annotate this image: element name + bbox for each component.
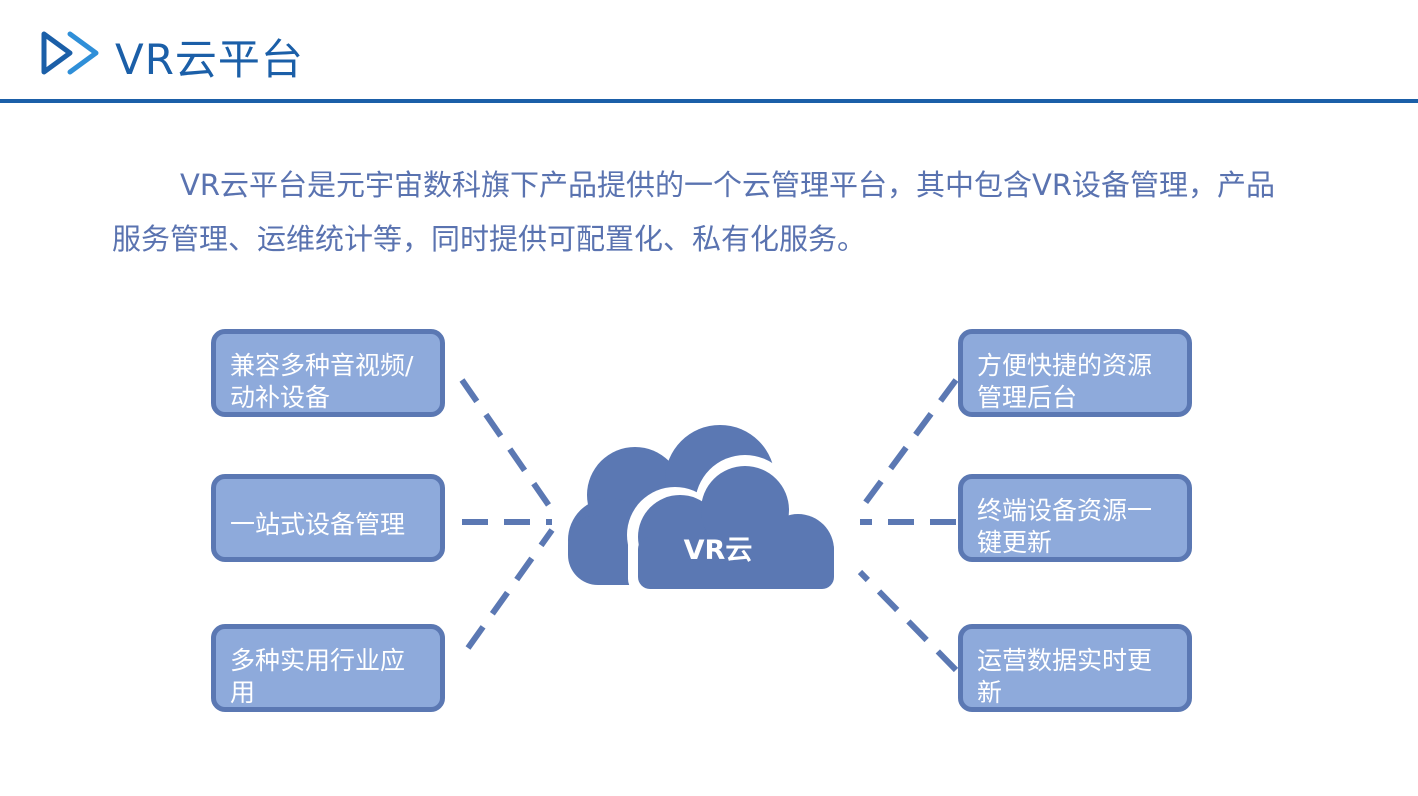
feature-text-line1: 方便快捷的资源 (977, 351, 1153, 380)
brand-logo-icon (41, 31, 99, 75)
feature-text-line2: 管理后台 (977, 383, 1078, 412)
intro-paragraph: VR云平台是元宇宙数科旗下产品提供的一个云管理平台，其中包含VR设备管理，产品服… (112, 168, 1275, 256)
page-title: VR云平台 (115, 35, 304, 84)
feature-text-line2: 用 (230, 678, 256, 707)
feature-text-line1: 兼容多种音视频/ (230, 351, 414, 380)
feature-text-line1: 多种实用行业应 (230, 646, 406, 675)
feature-text-line2: 动补设备 (230, 383, 331, 412)
feature-text-line1: 终端设备资源一 (977, 496, 1153, 525)
connector-right-top (857, 378, 959, 512)
feature-text-line1: 运营数据实时更 (977, 646, 1153, 675)
feature-box-left-3: 多种实用行业应 用 (211, 624, 445, 712)
feature-text-line2: 新 (977, 678, 1003, 707)
connector-left-top (459, 378, 555, 512)
feature-box-left-2: 一站式设备管理 (211, 474, 445, 562)
feature-text-line1: 一站式设备管理 (230, 510, 406, 539)
feature-text-line2: 键更新 (977, 528, 1053, 557)
cloud-icon (568, 425, 840, 595)
header-divider (0, 99, 1418, 103)
feature-box-right-1: 方便快捷的资源 管理后台 (958, 329, 1192, 417)
feature-box-right-2: 终端设备资源一 键更新 (958, 474, 1192, 562)
cloud-label: VR云 (683, 535, 753, 566)
connector-left-bottom (465, 528, 555, 650)
feature-box-left-1: 兼容多种音视频/ 动补设备 (211, 329, 445, 417)
feature-box-right-3: 运营数据实时更 新 (958, 624, 1192, 712)
connector-right-bottom (857, 569, 959, 673)
